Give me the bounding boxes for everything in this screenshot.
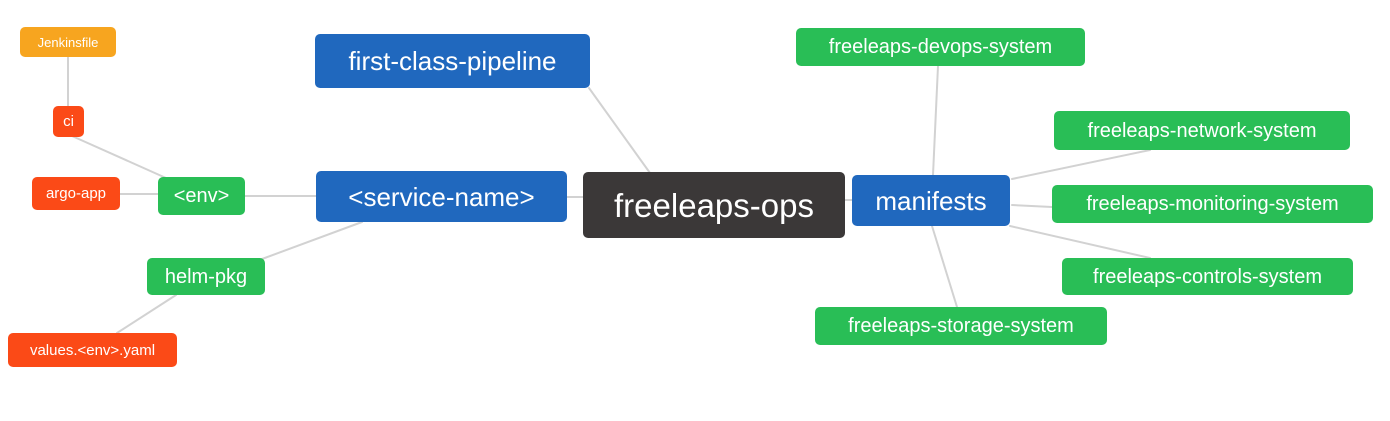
node-first-class-pipeline[interactable]: first-class-pipeline xyxy=(315,34,590,88)
edge-manifests--freeleaps-monitoring-system xyxy=(1011,204,1053,208)
node-service-name[interactable]: <service-name> xyxy=(316,171,567,222)
node-helm-pkg[interactable]: helm-pkg xyxy=(147,258,265,295)
node-freeleaps-monitoring-system[interactable]: freeleaps-monitoring-system xyxy=(1052,185,1373,223)
node-manifests[interactable]: manifests xyxy=(852,175,1010,226)
node-freeleaps-devops-system[interactable]: freeleaps-devops-system xyxy=(796,28,1085,66)
node-values-env-yaml[interactable]: values.<env>.yaml xyxy=(8,333,177,367)
edge-manifests--freeleaps-controls-system xyxy=(1009,225,1151,259)
edge-manifests--freeleaps-devops-system xyxy=(932,65,939,176)
node-freeleaps-controls-system[interactable]: freeleaps-controls-system xyxy=(1062,258,1353,295)
node-ci[interactable]: ci xyxy=(53,106,84,137)
edge-first-class-pipeline--freeleaps-ops xyxy=(588,87,651,174)
node-freeleaps-storage-system[interactable]: freeleaps-storage-system xyxy=(815,307,1107,345)
node-env[interactable]: <env> xyxy=(158,177,245,215)
edge-values-env-yaml--helm-pkg xyxy=(116,294,177,334)
edge-ci--env xyxy=(71,135,167,179)
edge-manifests--freeleaps-network-system xyxy=(1011,149,1151,180)
node-freeleaps-network-system[interactable]: freeleaps-network-system xyxy=(1054,111,1350,150)
node-jenkinsfile[interactable]: Jenkinsfile xyxy=(20,27,116,57)
edge-helm-pkg--service-name xyxy=(261,221,363,260)
node-freeleaps-ops[interactable]: freeleaps-ops xyxy=(583,172,845,238)
edge-manifests--freeleaps-storage-system xyxy=(931,225,958,308)
node-argo-app[interactable]: argo-app xyxy=(32,177,120,210)
